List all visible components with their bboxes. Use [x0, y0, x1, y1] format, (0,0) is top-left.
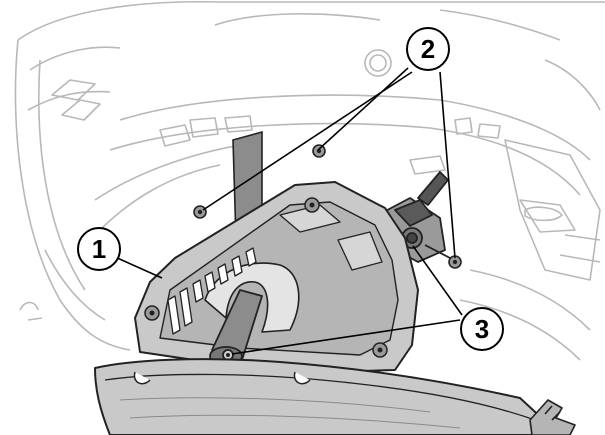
lower-tray [94, 358, 561, 435]
latch [529, 399, 576, 435]
callout-1: 1 [77, 227, 121, 271]
callout-number: 1 [92, 234, 106, 264]
vehicle-body-outline [14, 0, 605, 361]
mounting-screw [193, 205, 207, 219]
connector-bracket [377, 171, 451, 263]
callout-3: 3 [460, 307, 504, 351]
callout-number: 3 [475, 314, 489, 344]
leader-lines [114, 67, 463, 355]
mounting-screw [312, 144, 326, 158]
callout-number: 2 [421, 34, 435, 64]
main-component [134, 181, 419, 373]
callout-2: 2 [406, 27, 450, 71]
